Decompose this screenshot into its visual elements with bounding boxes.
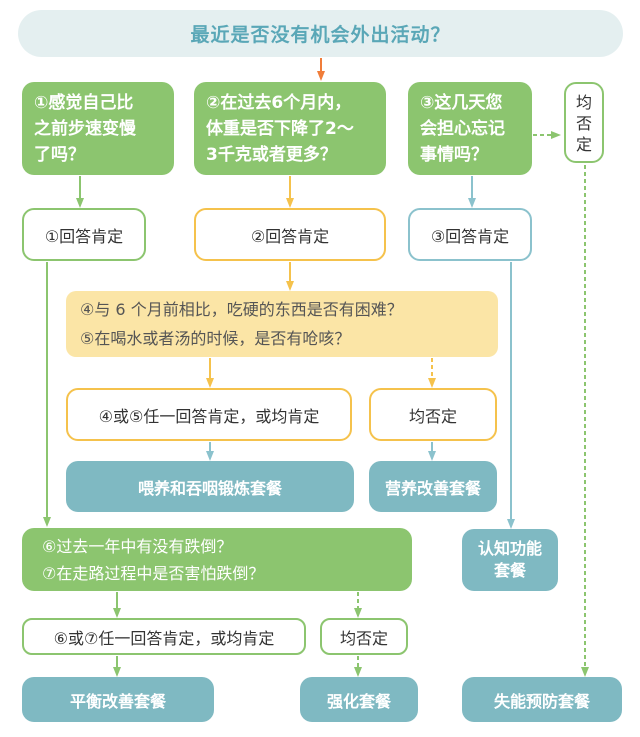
question-7-line: ⑦在走路过程中是否害怕跌倒？ <box>42 563 265 583</box>
question-6-line: ⑥过去一年中有没有跌倒？ <box>42 536 233 556</box>
question-1-line-2: 之前步速变慢 <box>34 118 136 139</box>
answer-2-yes: ②回答肯定 <box>194 208 386 261</box>
all-no-vertical-box: 均 否 定 <box>564 82 604 163</box>
question-3-box: ③这几天您 会担心忘记 事情吗？ <box>408 82 532 175</box>
cognitive-package-line-2: 套餐 <box>493 561 526 580</box>
answer-3-yes: ③回答肯定 <box>408 208 532 261</box>
question-3-line-3: 事情吗？ <box>420 144 488 165</box>
main-question-title: 最近是否没有机会外出活动？ <box>18 10 623 57</box>
answer-1-yes: ①回答肯定 <box>22 208 146 261</box>
answer-4-5-no: 均否定 <box>369 388 497 441</box>
answer-4-5-yes: ④或⑤任一回答肯定，或均肯定 <box>66 388 352 441</box>
all-no-char-2: 否 <box>575 114 592 133</box>
question-1-line-1: ①感觉自己比 <box>34 92 134 113</box>
question-4-line: ④与 6 个月前相比，吃硬的东西是否有困难？ <box>80 300 403 319</box>
answer-6-7-yes: ⑥或⑦任一回答肯定，或均肯定 <box>22 618 306 655</box>
disability-prevention-package: 失能预防套餐 <box>462 677 622 722</box>
question-4-5-box: ④与 6 个月前相比，吃硬的东西是否有困难？ ⑤在喝水或者汤的时候，是否有呛咳？ <box>66 291 498 357</box>
question-5-line: ⑤在喝水或者汤的时候，是否有呛咳？ <box>80 329 351 348</box>
question-1-box: ①感觉自己比 之前步速变慢 了吗？ <box>22 82 174 175</box>
swallow-training-package: 喂养和吞咽锻炼套餐 <box>66 461 354 512</box>
question-2-line-3: 3千克或者更多？ <box>206 144 337 165</box>
question-3-line-2: 会担心忘记 <box>420 118 505 139</box>
question-1-line-3: 了吗？ <box>34 144 85 165</box>
question-6-7-box: ⑥过去一年中有没有跌倒？ ⑦在走路过程中是否害怕跌倒？ <box>22 528 412 591</box>
balance-improvement-package: 平衡改善套餐 <box>22 677 214 722</box>
nutrition-package: 营养改善套餐 <box>369 461 497 512</box>
question-2-box: ②在过去6个月内， 体重是否下降了2～ 3千克或者更多？ <box>194 82 386 175</box>
strengthening-package: 强化套餐 <box>300 677 418 722</box>
question-3-line-1: ③这几天您 <box>420 92 503 113</box>
cognitive-package-line-1: 认知功能 <box>477 539 542 558</box>
question-2-line-2: 体重是否下降了2～ <box>206 118 354 139</box>
all-no-char-1: 均 <box>575 93 592 112</box>
answer-6-7-no: 均否定 <box>320 618 408 655</box>
all-no-char-3: 定 <box>575 135 592 154</box>
question-2-line-1: ②在过去6个月内， <box>206 92 352 113</box>
cognitive-function-package: 认知功能 套餐 <box>462 529 558 591</box>
